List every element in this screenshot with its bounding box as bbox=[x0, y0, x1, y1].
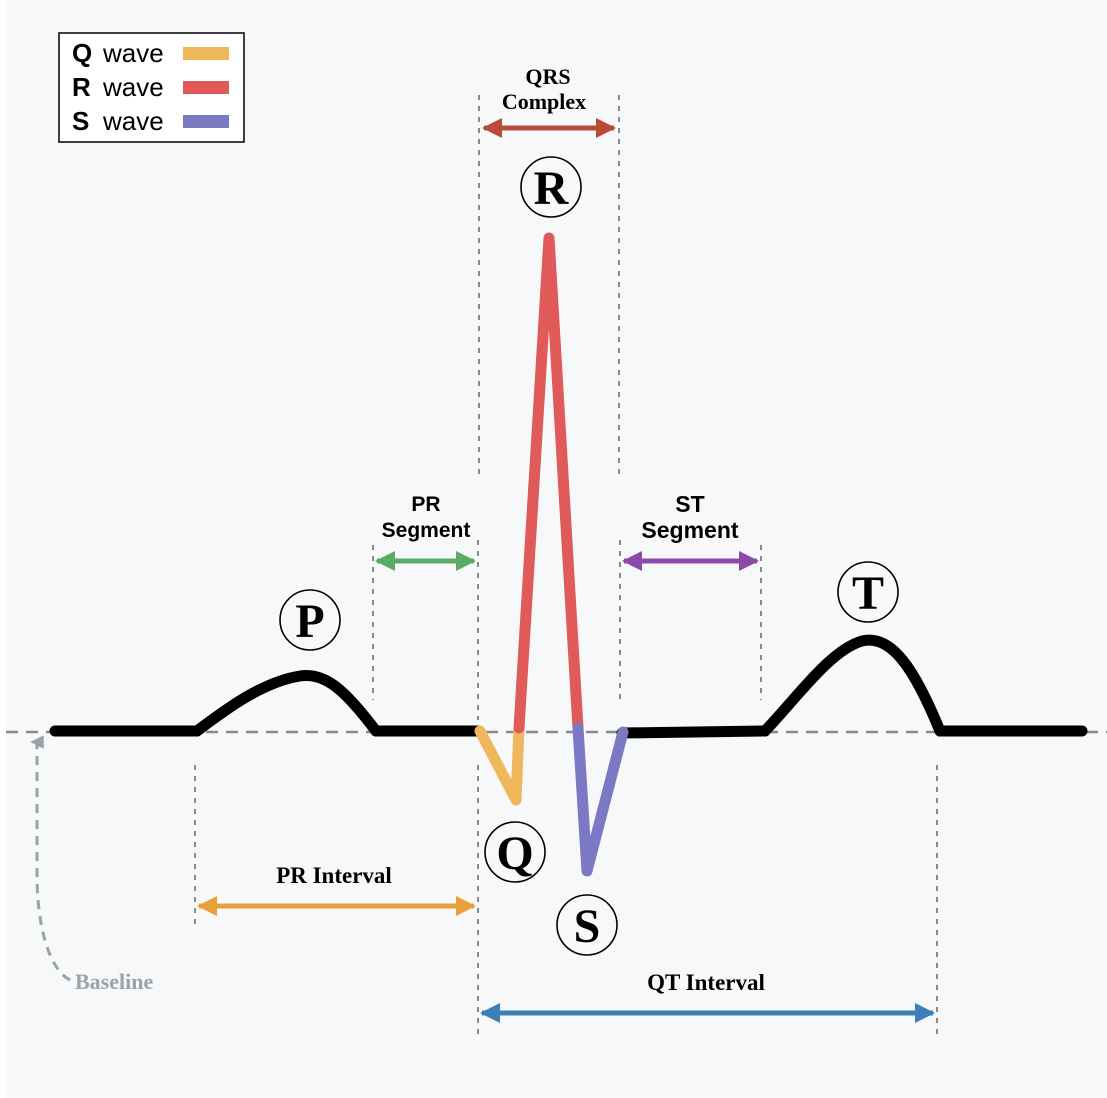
qrs-label-line1: QRS bbox=[525, 64, 570, 89]
wave-letter-q: Q bbox=[484, 821, 546, 883]
pr-interval-label: PR Interval bbox=[276, 863, 392, 888]
legend-r-letter: R bbox=[72, 72, 91, 102]
legend-s-word: wave bbox=[102, 106, 164, 136]
r-wave-segment bbox=[513, 232, 584, 734]
qrs-label-line2: Complex bbox=[502, 89, 586, 114]
wave-letter-p-text: P bbox=[295, 595, 324, 648]
pr-segment-label-line1: PR bbox=[411, 493, 440, 516]
guide-lines bbox=[194, 95, 938, 1035]
trace-st-segment bbox=[616, 725, 771, 739]
wave-letter-r: R bbox=[520, 156, 582, 218]
st-segment-label-line2: Segment bbox=[641, 517, 738, 543]
legend-s-swatch bbox=[183, 115, 229, 128]
legend: Q wave R wave S wave bbox=[58, 32, 245, 143]
wave-letter-t-text: T bbox=[852, 567, 884, 620]
legend-q-letter: Q bbox=[72, 38, 92, 68]
pr-segment-label-line2: Segment bbox=[382, 519, 471, 542]
legend-s-letter: S bbox=[72, 106, 89, 136]
legend-r-word: wave bbox=[102, 72, 164, 102]
legend-r-swatch bbox=[183, 81, 229, 94]
st-segment-label-line1: ST bbox=[675, 491, 704, 517]
trace-p-wave bbox=[191, 669, 382, 737]
s-wave-segment bbox=[572, 722, 629, 877]
wave-letter-r-text: R bbox=[534, 162, 570, 215]
qt-interval-label: QT Interval bbox=[647, 970, 765, 995]
q-wave-segment bbox=[474, 722, 525, 806]
legend-q-swatch bbox=[183, 47, 229, 60]
baseline-pointer-arrow bbox=[30, 735, 71, 982]
ecg-trace bbox=[49, 634, 1088, 739]
wave-letter-s: S bbox=[556, 894, 618, 956]
baseline-label: Baseline bbox=[75, 969, 153, 994]
wave-letter-p: P bbox=[279, 589, 341, 651]
trace-t-wave bbox=[759, 634, 946, 737]
wave-letter-t: T bbox=[837, 561, 899, 623]
wave-letter-s-text: S bbox=[574, 900, 601, 953]
legend-q-word: wave bbox=[102, 38, 164, 68]
wave-letter-q-text: Q bbox=[496, 827, 533, 880]
